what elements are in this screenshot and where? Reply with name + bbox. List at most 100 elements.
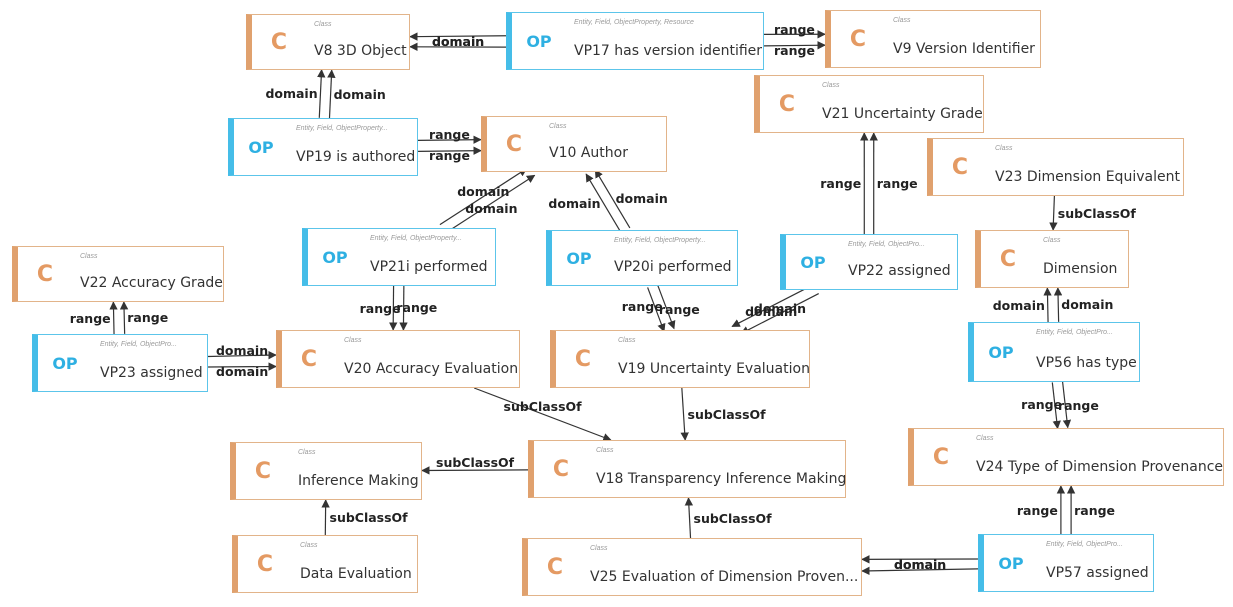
- node-label: VP20i performed: [614, 259, 732, 275]
- edge-label-range: range: [621, 299, 663, 315]
- edge-label-range: range: [773, 21, 815, 37]
- class-node-v10-author[interactable]: C Class V10 Author: [481, 116, 667, 172]
- node-label: V18 Transparency Inference Making: [596, 471, 847, 487]
- op-node-vp56-has-type[interactable]: OP Entity, Field, ObjectPro... VP56 has …: [968, 322, 1140, 382]
- edge-label-range: range: [1016, 502, 1058, 518]
- op-node-vp19-is-authored[interactable]: OP Entity, Field, ObjectProperty... VP19…: [228, 118, 418, 176]
- edge-label-range: range: [1021, 397, 1063, 413]
- node-kind: Class: [314, 21, 332, 28]
- class-icon: C: [932, 444, 950, 470]
- edge-label-domain: domain: [894, 557, 947, 573]
- node-label: V21 Uncertainty Grade: [822, 106, 983, 122]
- edge-label-domain: domain: [1061, 297, 1114, 313]
- node-label: VP23 assigned: [100, 365, 203, 381]
- edge-domain: [207, 350, 277, 360]
- edge-label-subclassof: subClassOf: [693, 510, 772, 526]
- edge-label-domain: domain: [753, 301, 807, 317]
- class-node-inference-making[interactable]: C Class Inference Making: [230, 442, 422, 500]
- object-property-icon: OP: [566, 248, 592, 268]
- node-kind: Class: [298, 449, 316, 456]
- class-icon: C: [546, 554, 564, 580]
- edge-range: [418, 146, 482, 155]
- edge-label-subclassof: subClassOf: [329, 510, 408, 525]
- edge-range: [656, 284, 676, 330]
- object-property-icon: OP: [998, 553, 1024, 573]
- node-kind: Entity, Field, ObjectPro...: [1036, 329, 1113, 336]
- edge-domain: [1053, 287, 1063, 322]
- class-icon: C: [256, 551, 274, 577]
- class-icon: C: [36, 261, 54, 287]
- node-label: VP17 has version identifier: [574, 43, 763, 59]
- class-node-v25-evaluation-of-dimension-provenance[interactable]: C Class V25 Evaluation of Dimension Prov…: [522, 538, 862, 596]
- node-label: Data Evaluation: [300, 566, 412, 582]
- edge-domain: [409, 32, 506, 41]
- op-node-vp57-assigned[interactable]: OP Entity, Field, ObjectPro... VP57 assi…: [978, 534, 1154, 592]
- node-kind: Entity, Field, ObjectProperty, Resource: [574, 19, 694, 26]
- class-node-v20-accuracy-evaluation[interactable]: C Class V20 Accuracy Evaluation: [276, 330, 520, 388]
- edge-label-range: range: [820, 176, 862, 191]
- class-node-v21-uncertainty-grade[interactable]: C Class V21 Uncertainty Grade: [754, 75, 984, 133]
- edge-label-subclassof: subClassOf: [1057, 205, 1136, 221]
- class-icon: C: [999, 246, 1017, 272]
- edge-label-range: range: [429, 148, 470, 164]
- node-kind: Entity, Field, ObjectPro...: [100, 341, 177, 348]
- class-node-v22-accuracy-grade[interactable]: C Class V22 Accuracy Grade: [12, 246, 224, 302]
- edge-label-range: range: [396, 300, 438, 316]
- object-property-icon: OP: [248, 137, 274, 157]
- class-node-v18-transparency-inference-making[interactable]: C Class V18 Transparency Inference Makin…: [528, 440, 846, 498]
- node-kind: Class: [549, 123, 567, 130]
- edge-subclassof: [473, 387, 612, 442]
- node-label: V8 3D Object: [314, 43, 407, 59]
- class-node-data-evaluation[interactable]: C Class Data Evaluation: [232, 535, 418, 593]
- class-node-v24-type-of-dimension-provenance[interactable]: C Class V24 Type of Dimension Provenance: [908, 428, 1224, 486]
- class-node-v23-dimension-equivalent[interactable]: C Class V23 Dimension Equivalent: [927, 138, 1184, 196]
- node-label: V24 Type of Dimension Provenance: [976, 459, 1224, 475]
- class-node-v8-3d-object[interactable]: C Class V8 3D Object: [246, 14, 410, 70]
- node-label: VP22 assigned: [848, 263, 951, 279]
- node-label: Inference Making: [298, 473, 419, 489]
- edge-label-domain: domain: [548, 195, 601, 211]
- node-kind: Entity, Field, ObjectProperty...: [614, 237, 706, 244]
- edge-range: [1051, 382, 1061, 430]
- node-kind: Class: [822, 82, 840, 89]
- node-label: V19 Uncertainty Evaluation: [618, 361, 810, 377]
- edge-domain: [731, 285, 811, 327]
- op-node-vp22-assigned[interactable]: OP Entity, Field, ObjectPro... VP22 assi…: [780, 234, 958, 290]
- node-kind: Class: [995, 145, 1013, 152]
- class-node-v9-version-identifier[interactable]: C Class V9 Version Identifier: [825, 10, 1041, 68]
- op-node-vp21i-performed[interactable]: OP Entity, Field, ObjectProperty... VP21…: [302, 228, 496, 286]
- node-label: V22 Accuracy Grade: [80, 275, 223, 291]
- edge-range: [109, 301, 118, 335]
- node-kind: Class: [976, 435, 994, 442]
- edge-label-domain: domain: [745, 303, 798, 319]
- op-node-vp23-assigned[interactable]: OP Entity, Field, ObjectPro... VP23 assi…: [32, 334, 208, 392]
- node-label: VP19 is authored: [296, 149, 416, 165]
- op-node-vp20i-performed[interactable]: OP Entity, Field, ObjectProperty... VP20…: [546, 230, 738, 286]
- edge-label-domain: domain: [465, 200, 518, 216]
- op-node-vp17-has-version-identifier[interactable]: OP Entity, Field, ObjectProperty, Resour…: [506, 12, 764, 70]
- node-kind: Class: [618, 337, 636, 344]
- edge-label-range: range: [359, 300, 401, 316]
- class-node-v19-uncertainty-evaluation[interactable]: C Class V19 Uncertainty Evaluation: [550, 330, 810, 388]
- class-icon: C: [270, 29, 288, 55]
- edge-label-range: range: [69, 310, 111, 326]
- node-kind: Class: [1043, 237, 1061, 244]
- node-label: Dimension: [1043, 261, 1118, 277]
- edge-label-domain: domain: [893, 556, 947, 572]
- node-label: VP21i performed: [370, 259, 488, 275]
- edge-domain: [327, 69, 336, 119]
- edge-domain: [439, 168, 528, 226]
- node-label: V9 Version Identifier: [893, 41, 1035, 57]
- edge-range: [119, 301, 129, 334]
- edge-range: [764, 41, 826, 50]
- class-node-dimension[interactable]: C Class Dimension: [975, 230, 1129, 288]
- node-kind: Entity, Field, ObjectProperty...: [296, 125, 388, 132]
- class-icon: C: [951, 154, 969, 180]
- edge-label-subclassof: subClassOf: [687, 406, 766, 422]
- edge-domain: [861, 566, 979, 576]
- edge-range: [1061, 381, 1072, 429]
- edge-label-range: range: [774, 43, 815, 59]
- edge-subclassof: [684, 497, 694, 539]
